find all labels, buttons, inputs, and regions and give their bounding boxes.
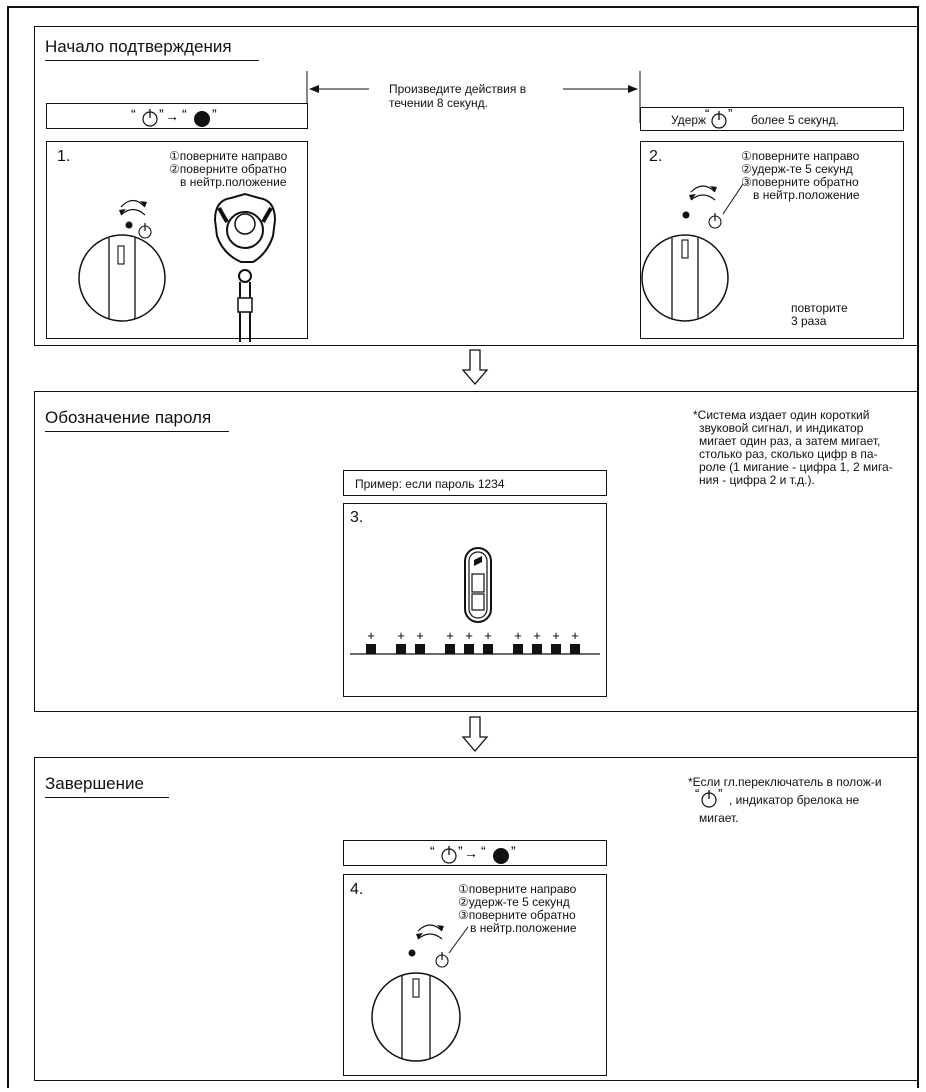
section-title: Начало подтверждения [45, 37, 232, 56]
step-instruction: ①поверните направо [741, 149, 860, 163]
ignition-knob-illustration [641, 183, 744, 322]
off-to-on-sequence: “ ” → “ ” [430, 843, 516, 864]
title-underline [45, 60, 259, 61]
hold-text-a: Удерж [671, 113, 707, 127]
completion-note-line2: , индикатор брелока не [729, 793, 860, 807]
svg-text:“: “ [430, 843, 435, 859]
completion-note-line1: *Если гл.переключатель в полож-и [688, 775, 882, 789]
step-number: 2. [649, 148, 663, 165]
page-frame [7, 6, 919, 1088]
svg-text:”: ” [458, 843, 463, 859]
beep-plus-mark: + [514, 628, 522, 643]
svg-text:”: ” [212, 106, 217, 122]
step4-panel: 4. ①поверните направо ②удерж-те 5 секунд… [343, 874, 607, 1076]
step-instruction: ②удерж-те 5 секунд [458, 895, 570, 909]
beep-plus-mark: + [367, 628, 375, 643]
timing-note-line2: течении 8 секунд. [389, 96, 488, 110]
blink-pulse [570, 644, 580, 654]
example-label: Пример: если пароль 1234 [355, 477, 505, 491]
step2-panel: 2. ①поверните направо ②удерж-те 5 секунд… [640, 141, 904, 339]
step-number: 3. [350, 509, 364, 526]
completion-note-line3: мигает. [699, 811, 739, 825]
switch-sequence-bar: “ ” → “ ” [46, 103, 308, 129]
ignition-knob-illustration [78, 199, 166, 322]
beep-plus-mark: + [484, 628, 492, 643]
step-instruction: ①поверните направо [169, 149, 288, 163]
title-underline [45, 797, 169, 798]
key-fob-icon [464, 547, 492, 623]
step-instruction: ③поверните обратно [458, 908, 576, 922]
svg-text:“: “ [705, 106, 709, 121]
section-title: Обозначение пароля [45, 408, 212, 427]
svg-text:→: → [464, 845, 478, 861]
step-instruction: в нейтр.положение [470, 921, 577, 935]
ignition-key-icon [213, 192, 277, 342]
svg-text:”: ” [511, 843, 516, 859]
svg-text:“: “ [481, 843, 486, 859]
power-symbol-icon: “ ” [705, 106, 732, 129]
svg-text:“: “ [695, 786, 699, 801]
section-password-indication: Обозначение пароля *Система издает один … [34, 391, 918, 712]
timing-note-line1: Произведите действия в [389, 82, 527, 96]
step-instruction: ②поверните обратно [169, 162, 287, 176]
blink-pulse [445, 644, 455, 654]
svg-text:“: “ [182, 106, 187, 122]
step-number: 4. [350, 881, 364, 898]
note-line: ния - цифра 2 и т.д.). [699, 473, 815, 487]
note-line: роле (1 мигание - цифра 1, 2 мига- [699, 460, 893, 474]
repeat-note: повторите [791, 301, 848, 315]
note-line: *Система издает один короткий [693, 408, 870, 422]
off-to-on-sequence: “ ” → “ ” [131, 106, 217, 127]
hold-text-b: более 5 секунд. [751, 113, 839, 127]
down-arrow-icon [461, 349, 489, 385]
note-line: звуковой сигнал, и индикатор [699, 421, 864, 435]
step-instruction: ③поверните обратно [741, 175, 859, 189]
blink-pulse [396, 644, 406, 654]
step-instruction: в нейтр.положение [753, 188, 860, 202]
step1-panel: 1. ①поверните направо ②поверните обратно… [46, 141, 308, 342]
repeat-note: 3 раза [791, 314, 827, 328]
note-line: столько раз, сколько цифр в па- [699, 447, 878, 461]
svg-text:”: ” [159, 106, 164, 122]
step-instruction: в нейтр.положение [180, 175, 287, 189]
quote-open: “ [131, 106, 136, 122]
section-title: Завершение [45, 774, 144, 793]
blink-pulse-diagram: + + + + + + + + + + [350, 628, 600, 655]
blink-pulse [415, 644, 425, 654]
beep-plus-mark: + [552, 628, 560, 643]
power-symbol-icon: “ ” [695, 786, 722, 808]
example-label-box: Пример: если пароль 1234 [343, 470, 607, 496]
blink-pulse [513, 644, 523, 654]
blink-pulse [532, 644, 542, 654]
beep-plus-mark: + [397, 628, 405, 643]
note-line: мигает один раз, а затем мигает, [699, 434, 881, 448]
beep-plus-mark: + [446, 628, 454, 643]
svg-text:”: ” [718, 786, 722, 801]
timing-span-arrows [306, 71, 641, 123]
section-start-confirmation: Начало подтверждения Произведите действи… [34, 26, 918, 346]
step3-panel: 3. + + + + + + + + + + [343, 503, 607, 697]
hold-instruction-bar: Удерж “ ” более 5 секунд. [640, 106, 904, 131]
svg-text:”: ” [728, 106, 732, 121]
beep-plus-mark: + [571, 628, 579, 643]
blink-pulse [366, 644, 376, 654]
blink-pulse [483, 644, 493, 654]
beep-plus-mark: + [533, 628, 541, 643]
blink-pulse [551, 644, 561, 654]
ignition-knob-illustration [371, 924, 469, 1062]
svg-text:→: → [165, 108, 179, 124]
step-instruction: ②удерж-те 5 секунд [741, 162, 853, 176]
blink-pulse [464, 644, 474, 654]
down-arrow-icon [461, 716, 489, 752]
password-note: *Система издает один короткий звуковой с… [693, 409, 893, 487]
beep-plus-mark: + [465, 628, 473, 643]
beep-plus-mark: + [416, 628, 424, 643]
step-number: 1. [57, 148, 71, 165]
section-completion: Завершение *Если гл.переключатель в поло… [34, 757, 918, 1081]
switch-sequence-bar: “ ” → “ ” [343, 840, 607, 866]
title-underline [45, 431, 229, 432]
step-instruction: ①поверните направо [458, 882, 577, 896]
